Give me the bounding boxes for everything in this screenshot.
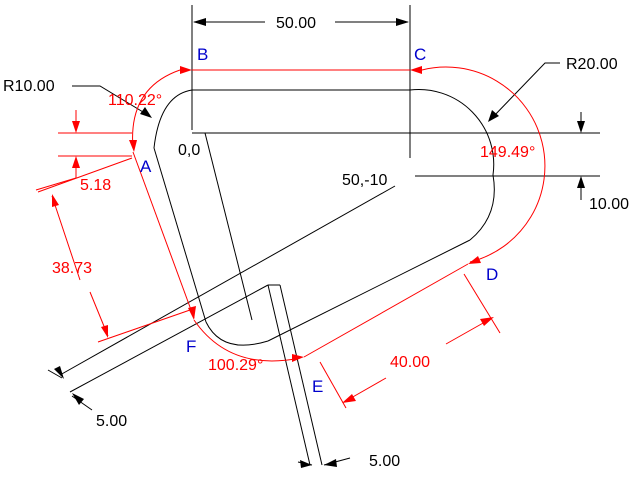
dim-40-arrow1 (342, 394, 356, 403)
slot-bottom-edge (267, 239, 471, 342)
dim-5-left-arrow2 (72, 393, 84, 405)
dim-5-18-arrow-top (72, 121, 80, 133)
red-arrow-arc-c (468, 256, 481, 264)
point-label-f: F (186, 337, 196, 356)
leader-r10-arrow (140, 107, 152, 118)
red-arrow-arc-b (129, 140, 137, 152)
dim-label-5-18: 5.18 (80, 177, 111, 194)
dim-40-arrow2 (480, 317, 494, 326)
angle-label-c: 149.49° (480, 144, 535, 161)
dim-5-left-tick1 (47, 369, 63, 379)
dim-label-50: 50.00 (276, 15, 316, 32)
point-label-d: D (486, 265, 498, 284)
strip-right (279, 284, 323, 466)
leader-r20 (491, 62, 560, 119)
inner-diagonal (204, 132, 253, 321)
dim-40-ext2 (463, 273, 501, 334)
red-arc-c (421, 66, 546, 263)
dim-5-bottom-arrow2 (324, 459, 337, 467)
red-line-ed (303, 263, 469, 358)
dim-label-10: 10.00 (589, 196, 629, 213)
dim-38-73-arrow2 (101, 325, 108, 338)
slot-right-arc (409, 89, 495, 241)
red-arrow-f-top (188, 306, 196, 320)
dim-label-r10: R10.00 (3, 78, 55, 95)
dim-arrow-50-right (396, 18, 409, 26)
dim-label-5-left: 5.00 (96, 413, 127, 430)
slot-left-edge (153, 147, 207, 323)
point-label-a: A (140, 157, 152, 176)
point-label-c: C (414, 45, 426, 64)
dim-label-40: 40.00 (390, 354, 430, 371)
slot-top-left-arc (153, 89, 193, 149)
dim-5-bottom-arrow1 (300, 460, 312, 468)
dim-arrow-10-upper (577, 121, 585, 133)
point-label-e: E (312, 377, 323, 396)
dim-5-18-arrow-bottom (72, 156, 80, 168)
diagonal-to-50-10 (59, 185, 396, 376)
dim-label-r20: R20.00 (566, 56, 618, 73)
dim-arrow-50-left (193, 18, 206, 26)
angle-label-f: 100.29° (208, 357, 263, 374)
dim-38-73-ext2 (97, 309, 191, 343)
red-line-af (132, 151, 195, 319)
red-arrow-b (180, 66, 192, 74)
red-arc-b (132, 69, 181, 149)
geometry-lines (47, 5, 600, 468)
dim-arrow-10-lower (577, 176, 585, 188)
coord-label-origin: 0,0 (178, 142, 200, 159)
leader-r10 (72, 85, 149, 116)
slot-bottom-left-arc (205, 321, 269, 346)
dim-label-38-73: 38.73 (52, 260, 92, 277)
point-label-b: B (197, 45, 208, 64)
dim-38-73-ext1 (37, 157, 133, 193)
red-arc-f (193, 319, 301, 362)
diagonal-lower-left (69, 284, 269, 393)
red-arrow-c (410, 66, 422, 74)
dim-40-ext1 (319, 361, 347, 409)
strip-left (267, 284, 311, 466)
dim-5-left-arrow1 (54, 366, 64, 379)
red-arrow-arc-f (292, 354, 304, 362)
dimension-annotations (35, 66, 546, 409)
dim-label-5-bottom: 5.00 (369, 453, 400, 470)
dim-38-73-arrow1 (52, 194, 59, 207)
angle-label-b: 110.22° (108, 92, 162, 109)
leader-r20-arrow (488, 110, 499, 122)
coord-label-50-10: 50,-10 (342, 172, 387, 189)
